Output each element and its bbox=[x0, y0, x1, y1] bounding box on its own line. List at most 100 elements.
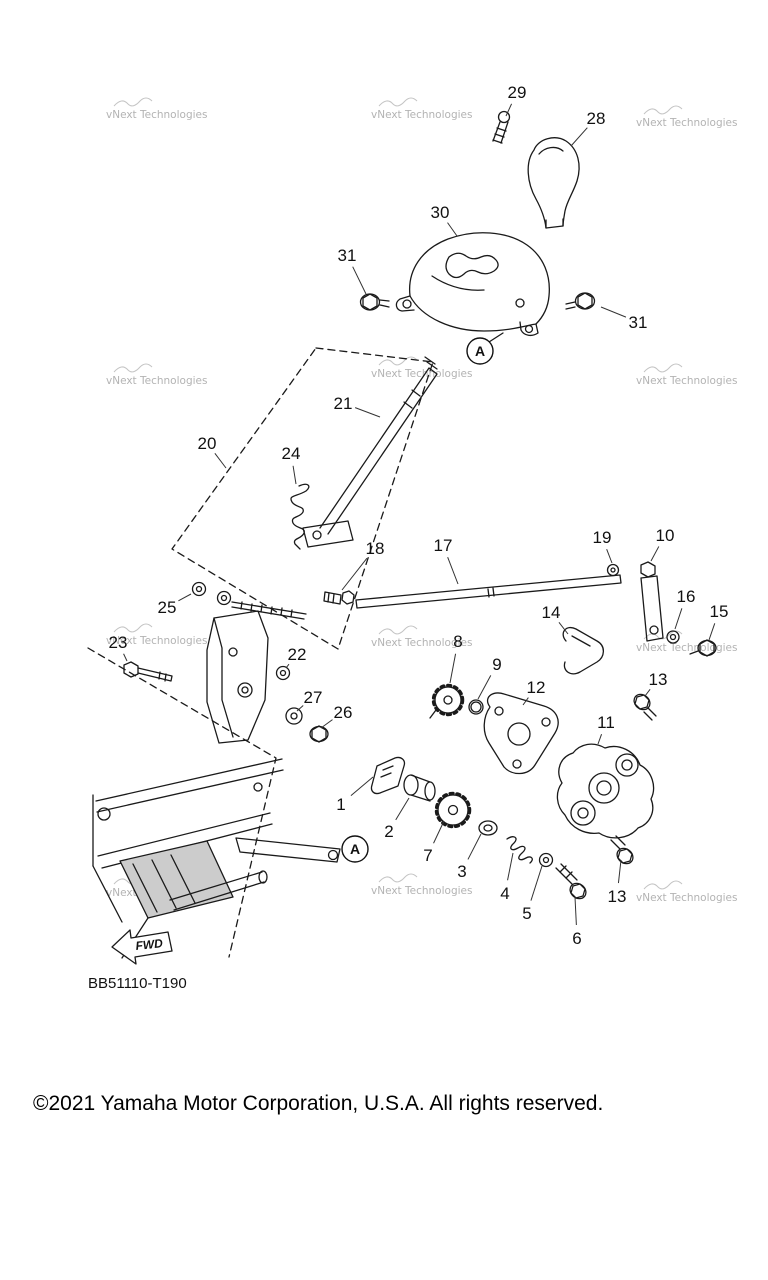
part-shaft-end-1 bbox=[370, 756, 406, 795]
callout-17: 17 bbox=[434, 536, 453, 555]
fwd-arrow bbox=[111, 929, 173, 965]
callout-5: 5 bbox=[522, 904, 531, 923]
part-joint-10 bbox=[640, 561, 664, 642]
part-washer-3 bbox=[478, 820, 498, 836]
svg-text:vNext Technologies: vNext Technologies bbox=[106, 109, 207, 121]
callout-24: 24 bbox=[282, 444, 301, 463]
callout-30: 30 bbox=[431, 203, 450, 222]
leader-line-3 bbox=[467, 833, 482, 860]
callout-9: 9 bbox=[492, 655, 501, 674]
watermark: vNext Technologies bbox=[106, 623, 207, 647]
leader-line-17 bbox=[447, 556, 459, 585]
svg-text:vNext Technologies: vNext Technologies bbox=[636, 375, 737, 387]
callout-19: 19 bbox=[593, 528, 612, 547]
callout-16: 16 bbox=[677, 587, 696, 606]
section-marker-layer: AA bbox=[341, 337, 494, 863]
callout-6: 6 bbox=[572, 929, 581, 948]
part-shift-rod-21 bbox=[302, 356, 438, 548]
callout-4: 4 bbox=[500, 884, 509, 903]
leader-line-19 bbox=[606, 548, 613, 564]
callout-3: 3 bbox=[457, 862, 466, 881]
part-shift-knob-28 bbox=[527, 137, 580, 229]
leader-line-16 bbox=[674, 608, 683, 630]
svg-text:vNext Technologies: vNext Technologies bbox=[371, 885, 472, 897]
callout-21: 21 bbox=[334, 394, 353, 413]
leader-line-15 bbox=[708, 623, 716, 641]
part-washer-19 bbox=[606, 563, 620, 577]
part-bracket-14 bbox=[562, 626, 605, 675]
leader-line-8 bbox=[449, 653, 457, 684]
part-spring-24 bbox=[290, 483, 310, 550]
svg-text:A: A bbox=[350, 841, 360, 857]
svg-text:vNext Technologies: vNext Technologies bbox=[371, 109, 472, 121]
watermark: vNext Technologies bbox=[371, 625, 472, 649]
leader-line-20 bbox=[214, 453, 227, 469]
diagram-code: BB51110-T190 bbox=[88, 975, 187, 992]
leader-line-25 bbox=[178, 593, 192, 602]
svg-text:vNext Technologies: vNext Technologies bbox=[636, 117, 737, 129]
svg-text:A: A bbox=[475, 343, 485, 359]
part-bolt-6 bbox=[555, 863, 587, 900]
callout-25: 25 bbox=[158, 598, 177, 617]
part-oring-9 bbox=[468, 699, 484, 715]
part-washer-22 bbox=[275, 665, 291, 681]
section-marker-A: A bbox=[341, 835, 369, 863]
callout-20: 20 bbox=[198, 434, 217, 453]
part-bolt-26 bbox=[309, 725, 329, 743]
watermark: vNext Technologies bbox=[371, 97, 472, 121]
leader-line-5 bbox=[530, 865, 543, 901]
copyright-text: ©2021 Yamaha Motor Corporation, U.S.A. A… bbox=[33, 1092, 604, 1115]
watermark: vNext Technologies bbox=[636, 105, 737, 129]
part-washer-27 bbox=[285, 707, 303, 725]
leader-line-2 bbox=[395, 797, 410, 821]
watermark-layer: vNext Technologies vNext Technologies vNex… bbox=[106, 97, 737, 904]
callout-10: 10 bbox=[656, 526, 675, 545]
part-shift-rod-17 bbox=[355, 574, 622, 609]
leader-line-23 bbox=[123, 653, 128, 662]
watermark: vNext Technologies bbox=[636, 363, 737, 387]
callout-29: 29 bbox=[508, 83, 527, 102]
callout-28: 28 bbox=[587, 109, 606, 128]
callout-12: 12 bbox=[527, 678, 546, 697]
part-gasket-12 bbox=[483, 692, 559, 775]
assembly-boundary-20 bbox=[171, 347, 434, 650]
callout-7: 7 bbox=[423, 846, 432, 865]
watermark: vNext Technologies bbox=[636, 630, 737, 654]
svg-text:vNext Technologies: vNext Technologies bbox=[371, 368, 472, 380]
leader-line-28 bbox=[570, 127, 588, 147]
leader-line-26 bbox=[320, 719, 333, 729]
callout-15: 15 bbox=[710, 602, 729, 621]
svg-text:vNext Technologies: vNext Technologies bbox=[106, 375, 207, 387]
part-spring-4 bbox=[506, 836, 533, 864]
callout-27: 27 bbox=[304, 688, 323, 707]
svg-text:vNext Technologies: vNext Technologies bbox=[371, 637, 472, 649]
watermark: vNext Technologies bbox=[106, 97, 207, 121]
leader-line-18 bbox=[341, 557, 368, 591]
part-bolt-23 bbox=[123, 661, 173, 682]
part-gear-8 bbox=[429, 683, 465, 719]
part-lever-housing-30 bbox=[395, 232, 550, 343]
callout-11: 11 bbox=[597, 713, 615, 732]
leader-line-22 bbox=[285, 663, 290, 669]
part-bolt-31-right bbox=[565, 292, 596, 310]
frame-boundary bbox=[87, 647, 277, 958]
part-bolt-15 bbox=[689, 639, 717, 657]
leader-line-31 bbox=[600, 306, 627, 318]
svg-text:vNext Technologies: vNext Technologies bbox=[106, 635, 207, 647]
leader-line-13 bbox=[644, 689, 651, 697]
leader-line-6 bbox=[574, 896, 577, 926]
callout-18: 18 bbox=[366, 539, 385, 558]
leader-line-7 bbox=[433, 820, 445, 844]
callout-31: 31 bbox=[338, 246, 357, 265]
svg-text:vNext Technologies: vNext Technologies bbox=[636, 892, 737, 904]
watermark: vNext Technologies bbox=[106, 363, 207, 387]
leader-line-27 bbox=[296, 705, 304, 712]
part-gear-7 bbox=[434, 791, 472, 829]
leader-line-29 bbox=[505, 103, 513, 117]
part-washer-16 bbox=[666, 630, 680, 644]
watermark: vNext Technologies bbox=[371, 873, 472, 897]
part-lever-bracket bbox=[191, 581, 307, 744]
